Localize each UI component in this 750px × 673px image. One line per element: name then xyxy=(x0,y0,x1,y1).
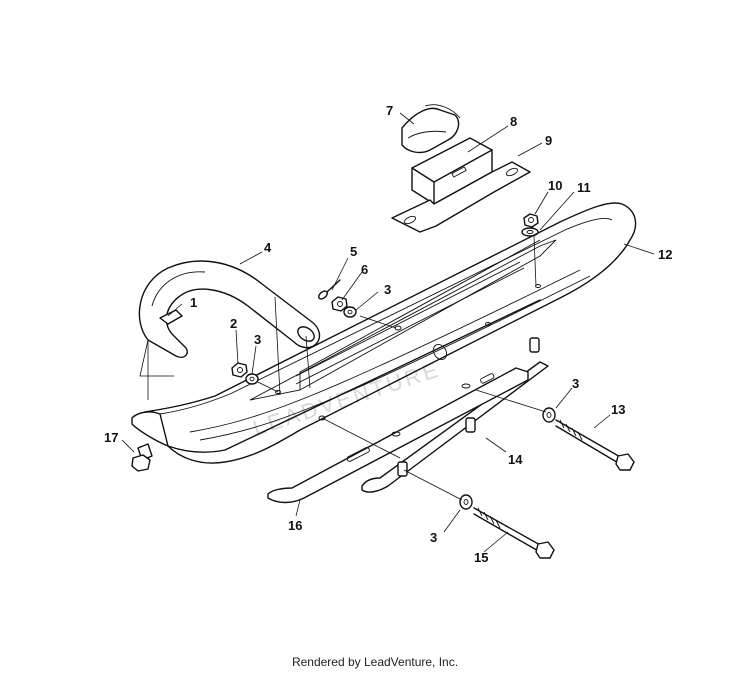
callout-6: 6 xyxy=(361,262,368,277)
runner-plate-part-16 xyxy=(267,367,529,504)
callout-3-lower: 3 xyxy=(430,530,437,545)
assembly-lines xyxy=(139,235,547,501)
callout-leaders xyxy=(121,112,655,553)
nut-part-2 xyxy=(231,362,248,378)
washer-right-part-3 xyxy=(542,407,556,423)
bolt-part-17 xyxy=(131,443,153,472)
callout-11: 11 xyxy=(577,180,591,195)
callout-3-right: 3 xyxy=(572,376,579,391)
footer-credit: Rendered by LeadVenture, Inc. xyxy=(291,655,459,669)
callout-4: 4 xyxy=(264,240,272,255)
washer-upper-part-3 xyxy=(343,306,357,318)
callout-8: 8 xyxy=(510,114,517,129)
callout-13: 13 xyxy=(611,402,625,417)
callout-3-left: 3 xyxy=(254,332,261,347)
callout-17: 17 xyxy=(104,430,118,445)
callout-12: 12 xyxy=(658,247,672,262)
callout-3-upper: 3 xyxy=(384,282,391,297)
callout-7: 7 xyxy=(386,103,393,118)
callout-2: 2 xyxy=(230,316,237,331)
callout-10: 10 xyxy=(548,178,562,193)
nut-part-6 xyxy=(331,296,348,312)
callout-16: 16 xyxy=(288,518,302,533)
washer-part-11 xyxy=(521,227,539,237)
cotter-pin-part-5 xyxy=(318,279,341,300)
washer-left-part-3 xyxy=(245,373,259,385)
ski-loop-handle-part-4 xyxy=(138,260,321,358)
callout-15: 15 xyxy=(474,550,488,565)
callout-5: 5 xyxy=(350,244,357,259)
mounting-plate-part-9 xyxy=(391,161,531,233)
saddle-cap-part-7 xyxy=(401,104,461,154)
bolt-part-13 xyxy=(555,419,635,471)
callout-9: 9 xyxy=(545,133,552,148)
callout-1: 1 xyxy=(190,295,197,310)
callout-labels: 1 2 3 3 3 3 4 5 6 7 8 9 10 11 12 13 14 1… xyxy=(104,103,672,565)
callout-14: 14 xyxy=(508,452,523,467)
ski-body-part-12 xyxy=(131,202,637,464)
washer-lower-part-3 xyxy=(459,494,473,510)
nut-part-10 xyxy=(523,213,539,228)
